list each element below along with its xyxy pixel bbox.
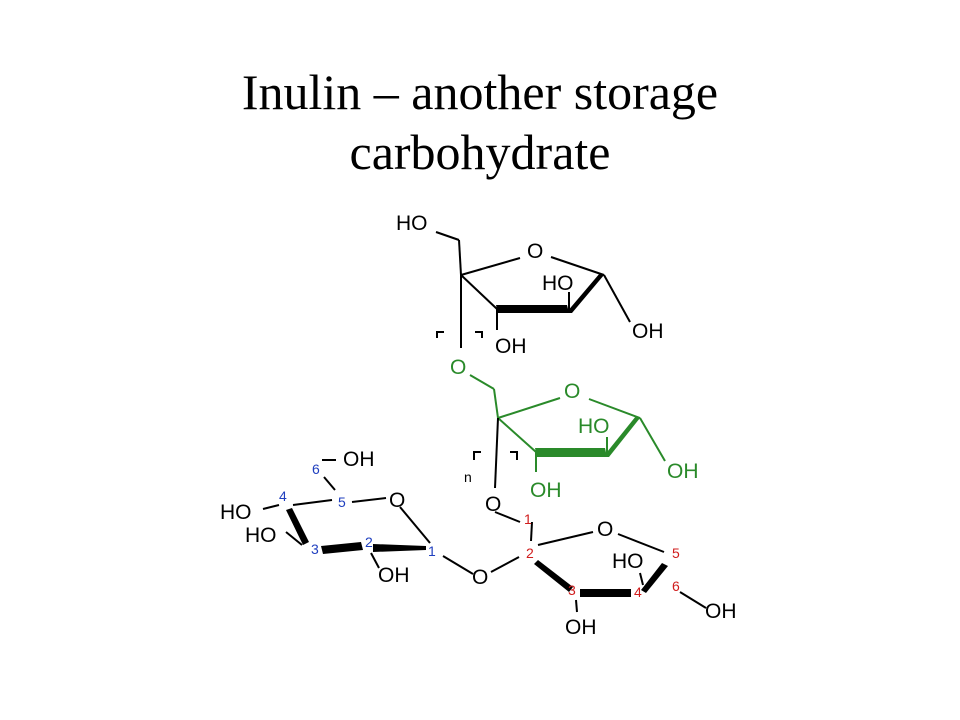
glucose-carbon-numbers: 1 2 3 4 5 6: [279, 461, 436, 559]
bottom-ring-oxygen-label: O: [597, 518, 613, 541]
slide-title: Inulin – another storage carbohydrate: [0, 62, 960, 182]
repeat-oh-ring-label: OH: [530, 479, 562, 502]
top-oh-ch2-label: OH: [632, 320, 664, 343]
glucose-ho-c3-label: HO: [245, 524, 277, 547]
glucose-c4-number: 4: [279, 488, 287, 504]
bottom-oh-c6-label: OH: [705, 600, 737, 623]
bottom-oh-c3-label: OH: [565, 616, 597, 639]
glucose-c1-number: 1: [428, 543, 436, 559]
glucose-c6-number: 6: [312, 461, 320, 477]
repeat-ho-ring-label: HO: [578, 415, 610, 438]
repeat-lower-link: [473, 417, 518, 489]
glucose-c2-number: 2: [365, 534, 373, 550]
top-ho-ch2-label: HO: [396, 212, 428, 235]
top-oh-ring-label: OH: [495, 335, 527, 358]
glucose-oh-c2-label: OH: [378, 564, 410, 587]
repeat-fructose-unit: [469, 374, 666, 472]
fructose-c4-number: 4: [634, 584, 642, 600]
glucose-ho-c4-label: HO: [220, 501, 252, 524]
bottom-link-oxygen-label: O: [485, 493, 501, 516]
glucose-unit: [262, 459, 520, 575]
glucose-c5-number: 5: [338, 494, 346, 510]
bottom-fructose-unit: [494, 511, 707, 613]
bottom-ho-ring-label: HO: [612, 550, 644, 573]
fructose-c1-number: 1: [524, 511, 532, 527]
fructose-c3-number: 3: [568, 582, 576, 598]
top-ring-oxygen-label: O: [527, 240, 543, 263]
title-line-1: Inulin – another storage: [241, 64, 719, 120]
fructose-c5-number: 5: [672, 545, 680, 561]
top-ho-ring-label: HO: [542, 272, 574, 295]
fructose-c2-number: 2: [526, 545, 534, 561]
repeat-ring-oxygen-label: O: [564, 380, 580, 403]
glucose-oh-c6-label: OH: [343, 448, 375, 471]
fructose-carbon-numbers: 1 2 3 4 5 6: [524, 511, 680, 600]
fructose-c6-number: 6: [672, 578, 680, 594]
repeat-oh-ch2-label: OH: [667, 460, 699, 483]
glucose-c3-number: 3: [311, 541, 319, 557]
glycosidic-oxygen-label: O: [472, 566, 488, 589]
repeat-link-oxygen-label: O: [450, 356, 466, 379]
repeat-n-label: n: [464, 469, 472, 485]
title-line-2: carbohydrate: [349, 124, 611, 180]
top-fructose-unit: [435, 231, 631, 348]
glucose-ring-oxygen-label: O: [389, 489, 405, 512]
